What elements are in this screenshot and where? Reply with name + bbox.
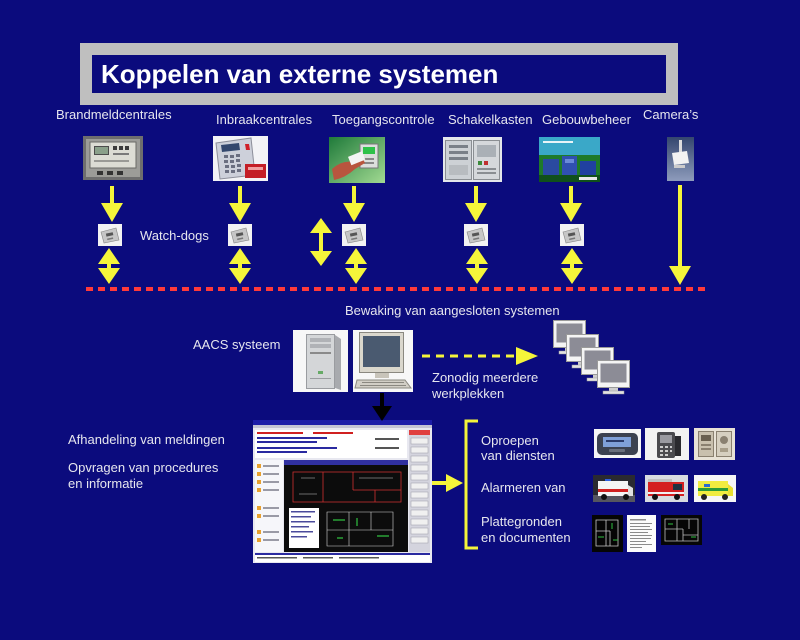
workstation-icon (353, 330, 413, 392)
task-handling-alarms: Afhandeling van meldingen (68, 432, 225, 448)
arrow-down-to-software (372, 393, 392, 421)
ambulance-icon (593, 475, 635, 502)
multiple-workstations-icon (553, 320, 633, 396)
source-label-cameras: Camera’s (643, 107, 699, 122)
telephone-icon (645, 428, 689, 460)
arrow-right-to-outputs (432, 474, 463, 492)
fire-truck-icon (645, 475, 688, 502)
task-line: Afhandeling van meldingen (68, 432, 225, 447)
floor-plan-icon (592, 515, 623, 552)
task-line: Opvragen van procedures (68, 460, 219, 475)
workstations-label-line: werkplekken (432, 386, 505, 401)
building-management-icon (539, 137, 600, 182)
workstations-label: Zonodig meerdere werkplekken (432, 370, 538, 402)
source-label-intrusion: Inbraakcentrales (216, 112, 313, 127)
floor-plan-icon (661, 515, 702, 545)
double-arrow-fire-alarm (98, 248, 120, 284)
fire-alarm-panel-icon (83, 136, 143, 180)
title-box: Koppelen van externe systemen (92, 55, 666, 93)
watchdog-module-icon (560, 224, 584, 246)
monitoring-label: Bewaking van aangesloten systemen (345, 303, 560, 318)
watchdog-module-icon (98, 224, 122, 246)
double-arrow-building-management (561, 248, 583, 284)
watchdog-module-icon (464, 224, 488, 246)
watchdog-module-icon (228, 224, 252, 246)
dashed-arrow-head (516, 347, 538, 365)
double-arrow-access-control (345, 248, 367, 284)
arrow-down-camera (669, 185, 691, 285)
software-window-icon (253, 420, 432, 563)
output-line: en documenten (481, 530, 571, 545)
access-control-reader-icon (329, 137, 385, 183)
output-line: Alarmeren van (481, 480, 566, 495)
output-alert: Alarmeren van (481, 480, 566, 496)
server-tower-icon (293, 330, 348, 392)
output-line: Plattegronden (481, 514, 562, 529)
output-line: Oproepen (481, 433, 539, 448)
arrow-down-fire-alarm (101, 186, 123, 222)
workstations-label-line: Zonodig meerdere (432, 370, 539, 385)
aacs-label: AACS systeem (193, 337, 281, 352)
document-icon (627, 515, 656, 552)
arrow-down-switch-cabinets (465, 186, 487, 222)
double-arrow-standalone (310, 218, 332, 266)
watchdogs-label: Watch-dogs (140, 228, 209, 243)
ambulance-icon (694, 475, 736, 502)
task-line: en informatie (68, 476, 144, 491)
pager-icon (594, 429, 641, 458)
arrow-down-access-control (343, 186, 365, 222)
task-query-procedures: Opvragen van procedures en informatie (68, 460, 218, 492)
arrow-down-intrusion (229, 186, 251, 222)
outputs-bracket (464, 419, 478, 550)
slide-title: Koppelen van externe systemen (101, 59, 499, 89)
double-arrow-switch-cabinets (466, 248, 488, 284)
output-floor-plans: Plattegronden en documenten (481, 514, 571, 546)
switch-cabinet-icon (443, 137, 502, 182)
source-label-fire-alarm: Brandmeldcentrales (56, 107, 172, 122)
source-label-access-control: Toegangscontrole (332, 112, 435, 127)
source-label-switch-cabinets: Schakelkasten (448, 112, 533, 127)
double-arrow-intrusion (229, 248, 251, 284)
watchdog-module-icon (342, 224, 366, 246)
arrow-down-building-management (560, 186, 582, 222)
output-line: van diensten (481, 448, 555, 463)
intrusion-alarm-panel-icon (213, 136, 268, 181)
intercom-icon (694, 428, 735, 460)
camera-icon (667, 137, 694, 181)
output-call-services: Oproepen van diensten (481, 433, 555, 463)
source-label-building-management: Gebouwbeheer (542, 112, 631, 127)
